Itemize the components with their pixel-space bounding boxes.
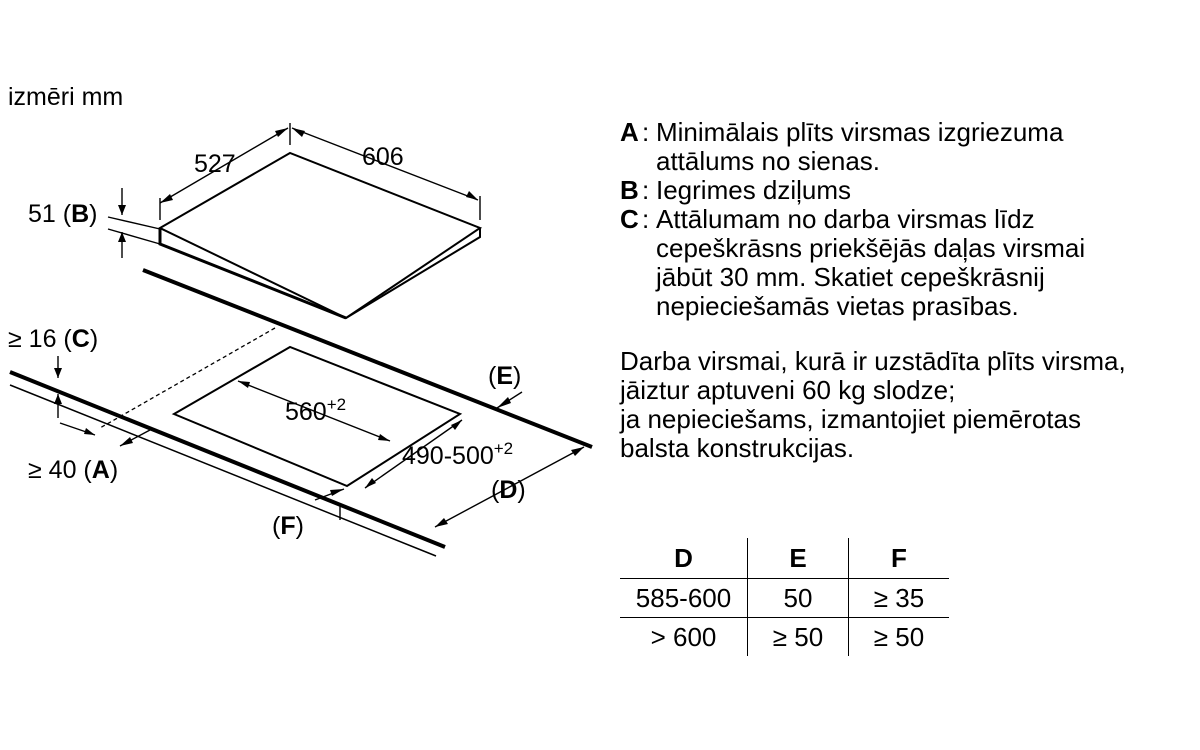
label-f-letter: F	[280, 512, 295, 540]
table-cell: ≥ 50	[873, 621, 925, 652]
table-cell: 585-600	[620, 578, 748, 618]
label-e: (E)	[488, 362, 521, 390]
legend-colon: :	[642, 204, 650, 234]
legend-item-c: C: Attālumam no darba virsmas līdz cepeš…	[620, 205, 1190, 321]
legend-text: Attālumam no darba virsmas līdz cepeškrā…	[656, 204, 1086, 321]
legend-text: Iegrimes dziļums	[656, 175, 852, 205]
table-header-f: F	[848, 538, 949, 579]
legend-item-b: B: Iegrimes dziļums	[620, 176, 1190, 205]
load-note: Darba virsmai, kurā ir uzstādīta plīts v…	[620, 346, 1126, 463]
cutout-dimension-arrows	[54, 368, 584, 527]
table-row: 585-600 50 ≥ 35	[620, 578, 949, 618]
hob-depth-label: 527	[194, 150, 236, 178]
min-a-letter: A	[92, 456, 110, 484]
table-header-d: D	[620, 538, 748, 579]
min-c-letter: C	[72, 325, 90, 353]
table-header-row: D E F	[620, 538, 949, 579]
legend: A: Minimālais plīts virsmas izgriezuma a…	[620, 118, 1190, 321]
unit-label: izmēri mm	[8, 83, 123, 111]
label-e-letter: E	[496, 362, 513, 390]
depth-b-letter: B	[71, 200, 89, 228]
legend-colon: :	[642, 175, 650, 205]
table-cell: ≥ 35	[848, 578, 949, 618]
label-f: (F)	[272, 512, 304, 540]
hob-width-label: 606	[362, 143, 404, 171]
table-header-e: E	[747, 538, 849, 579]
min-c-prefix: ≥ 16	[8, 325, 56, 353]
legend-key: A	[620, 117, 639, 147]
cutout-depth-label: 490-500+2	[402, 439, 513, 470]
table-cell: 50	[747, 578, 849, 618]
table-cell: ≥ 50	[747, 617, 849, 656]
cutout-depth-tolerance: +2	[494, 439, 513, 458]
worktop-drawing	[9, 268, 593, 557]
cutout-width-tolerance: +2	[327, 395, 346, 414]
min-c-label: ≥ 16 (C)	[8, 325, 98, 353]
label-d-letter: D	[499, 476, 517, 504]
cutout-depth-value: 490-500	[402, 442, 494, 470]
min-a-label: ≥ 40 (A)	[28, 456, 118, 484]
label-d: (D)	[491, 476, 526, 504]
table-cell: > 600	[620, 617, 748, 656]
hob-dimension-lines	[107, 123, 481, 258]
installation-diagram: izmēri mm 527 606 51 (B)	[8, 83, 593, 557]
legend-item-a: A: Minimālais plīts virsmas izgriezuma a…	[620, 118, 1190, 176]
hob-dimension-arrows	[118, 128, 478, 242]
legend-key: C	[620, 204, 639, 234]
cutout-width-value: 560	[285, 398, 327, 426]
depth-b-value: 51	[28, 200, 56, 228]
depth-b-label: 51 (B)	[28, 200, 97, 228]
legend-colon: :	[642, 117, 650, 147]
dimension-table: D E F 585-600 50 ≥ 35 > 600 ≥ 50 ≥ 50	[620, 538, 949, 656]
cutout-width-label: 560+2	[285, 395, 346, 426]
min-a-prefix: ≥ 40	[28, 456, 76, 484]
table-row: > 600 ≥ 50 ≥ 50	[620, 617, 949, 656]
legend-key: B	[620, 175, 639, 205]
legend-text: Minimālais plīts virsmas izgriezuma attā…	[656, 117, 1064, 176]
